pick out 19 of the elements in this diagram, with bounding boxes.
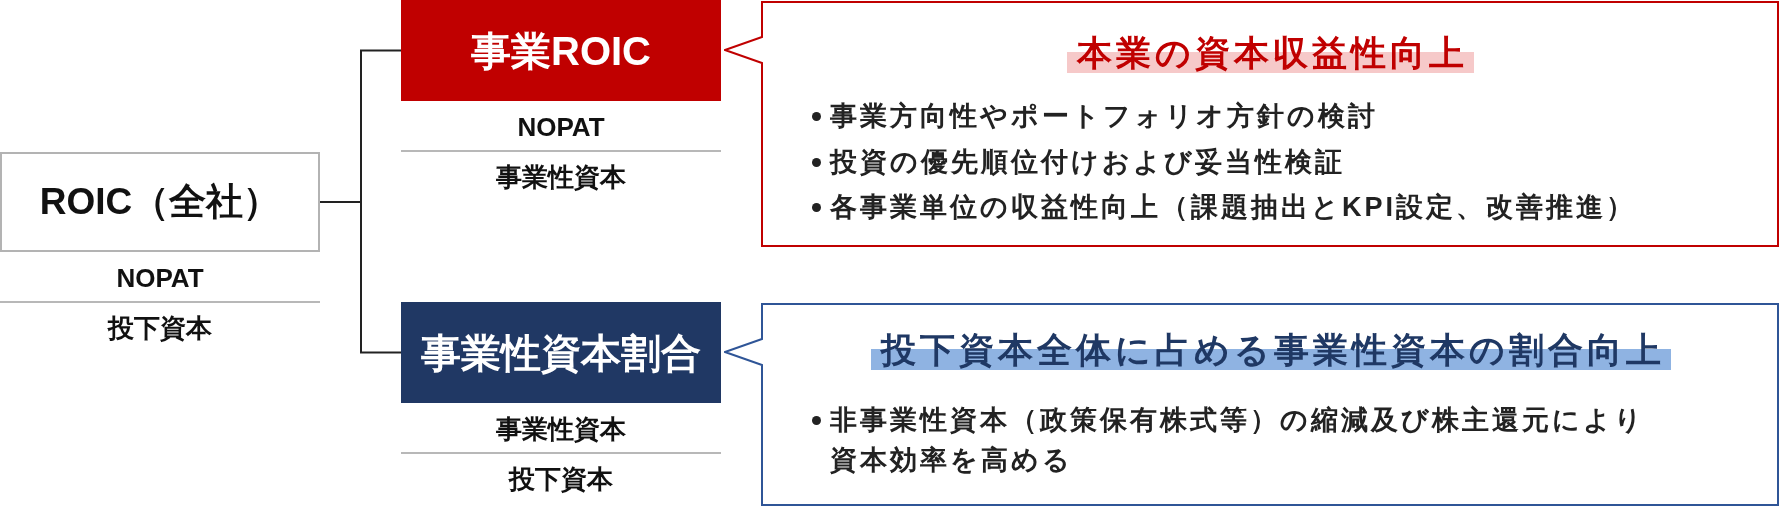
bullet-text: 非事業性資本（政策保有株式等）の縮減及び株主還元により資本効率を高める [830, 404, 1646, 477]
denominator-label: 投下資本 [507, 463, 614, 496]
numerator-label: NOPAT [115, 262, 205, 295]
metric-box [401, 302, 721, 403]
numerator-label: 事業性資本 [495, 413, 627, 446]
callout-box [724, 1, 1779, 247]
bullet-text: 各事業単位の収益性向上（課題抽出とKPI設定、改善推進） [830, 191, 1636, 224]
numerator-label: NOPAT [516, 111, 606, 144]
box-label: 事業ROIC [471, 27, 651, 75]
denominator-label: 投下資本 [106, 312, 213, 345]
callout-box [724, 303, 1779, 506]
bullet-text: 投資の優先順位付けおよび妥当性検証 [830, 145, 1345, 179]
connector-line [319, 201, 402, 354]
denominator-label: 事業性資本 [495, 161, 627, 194]
metric-box [0, 152, 320, 252]
metric-box [401, 0, 721, 101]
bullet-text: 事業方向性やポートフォリオ方針の検討 [830, 100, 1378, 133]
box-label: 事業性資本割合 [421, 329, 701, 377]
box-label: ROIC（全社） [39, 179, 281, 224]
